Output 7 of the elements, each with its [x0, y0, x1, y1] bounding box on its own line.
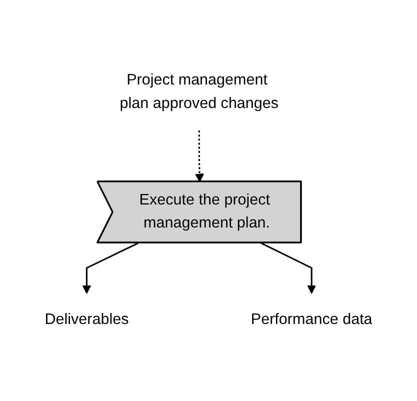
node-text: Performance data — [250, 310, 372, 328]
node-text: Deliverables — [44, 310, 129, 328]
flowchart: Project management plan approved changes Execute the project management plan. Deliverables Performance data — [6, 46, 411, 355]
node-text: Project management plan approved changes — [120, 71, 279, 112]
arrow — [260, 242, 316, 294]
arrow — [82, 242, 139, 294]
arrow — [195, 130, 204, 182]
